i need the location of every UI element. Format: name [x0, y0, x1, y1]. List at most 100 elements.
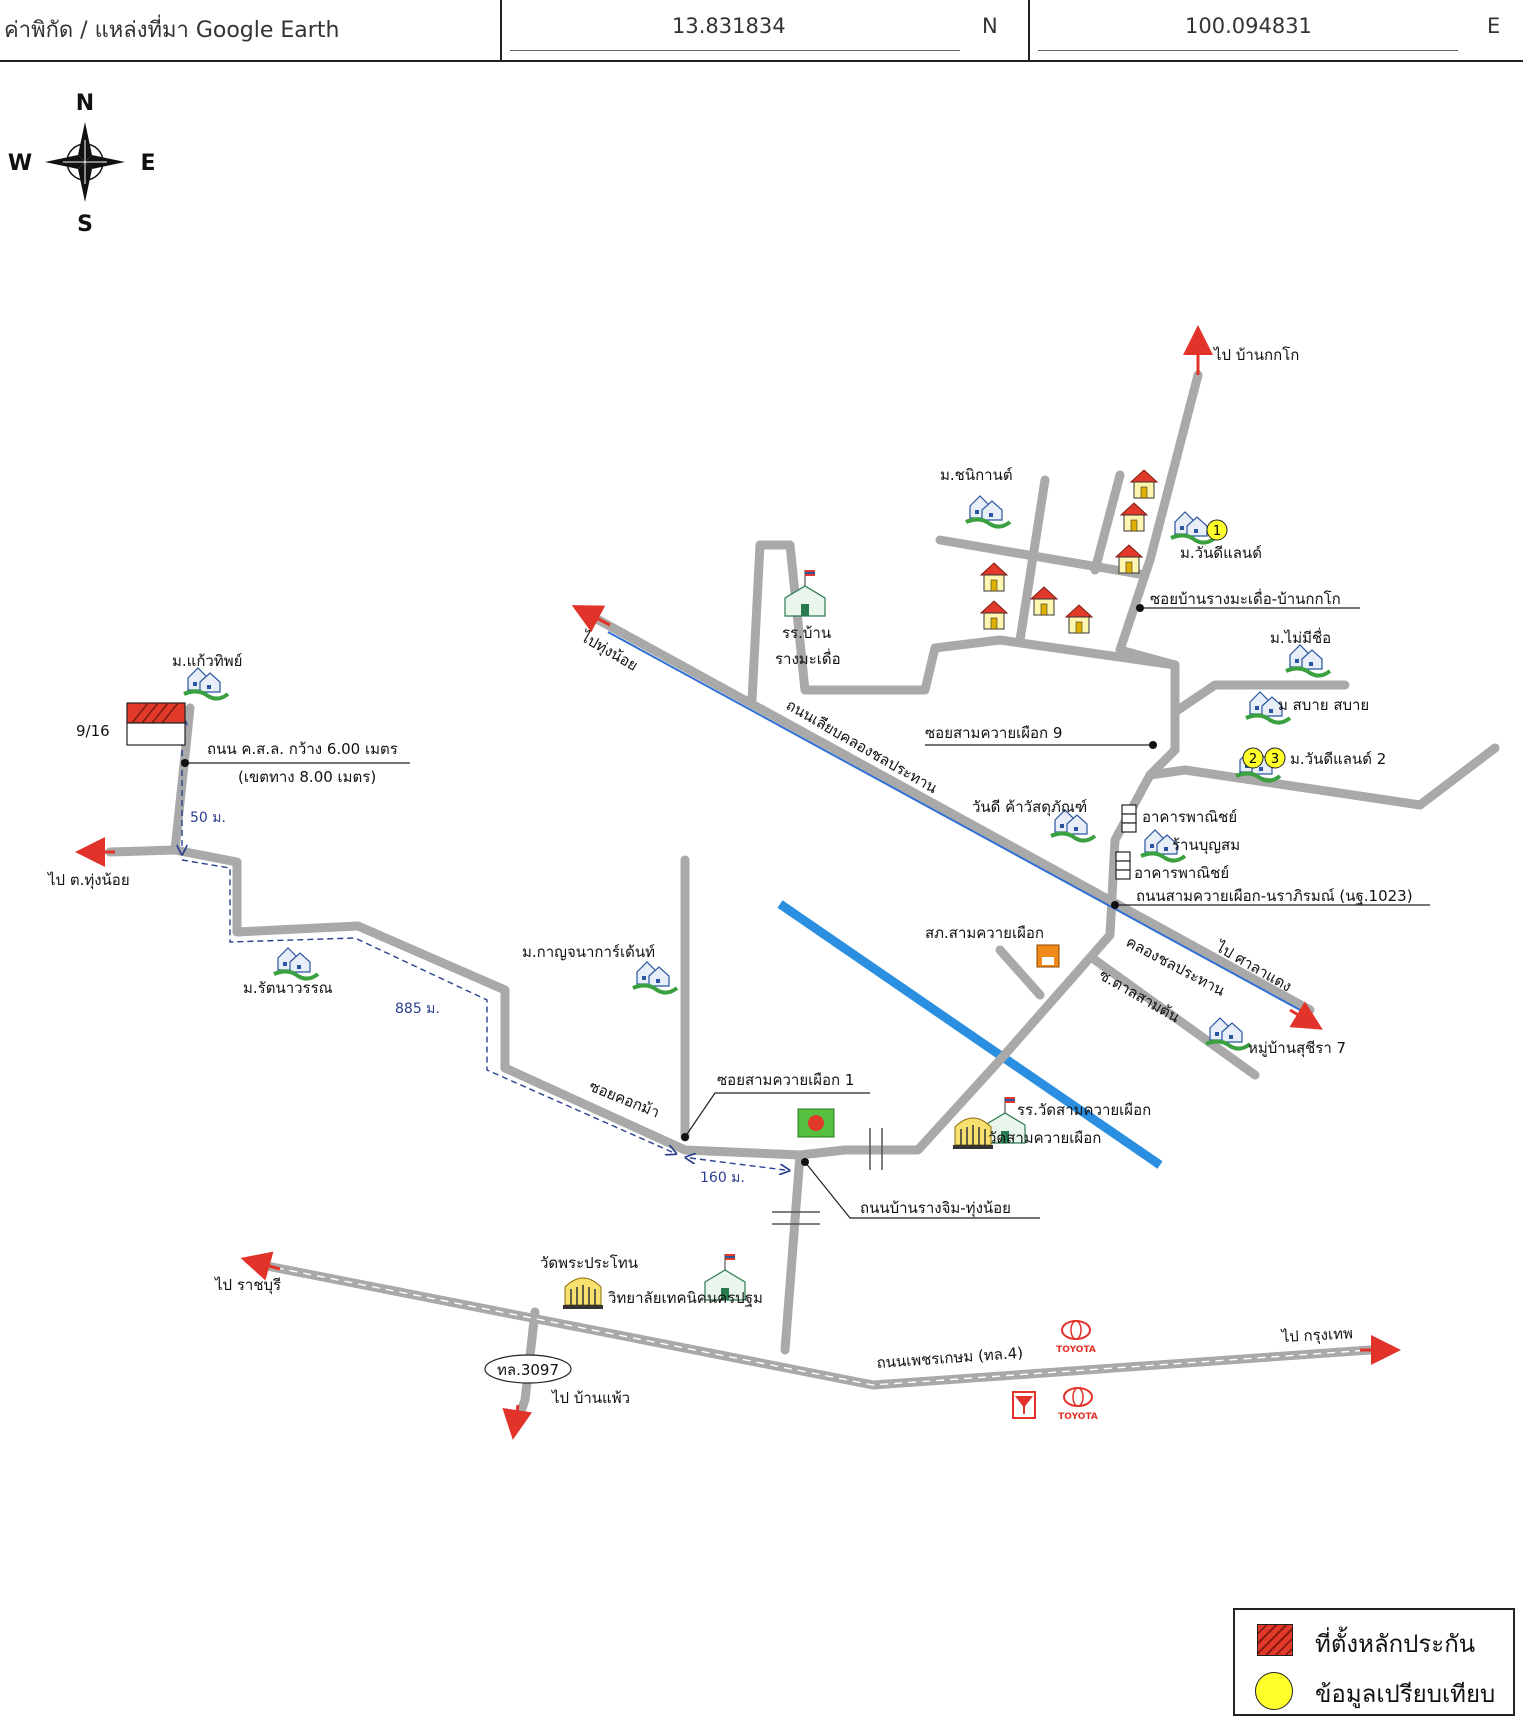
toyota-logo-icon-1: TOYOTA — [1056, 1320, 1096, 1355]
toyota-text-2: TOYOTA — [1058, 1412, 1098, 1422]
compass-east-label: E — [140, 151, 155, 176]
house-icon-6 — [1030, 586, 1058, 616]
legend-comparison-label: ข้อมูลเปรียบเทียบ — [1315, 1680, 1496, 1708]
coordinate-source-label: ค่าพิกัด / แหล่งที่มา Google Earth — [4, 18, 340, 43]
label-road-width: ถนน ค.ส.ล. กว้าง 6.00 เมตร — [207, 740, 398, 758]
house-icon-7 — [1065, 604, 1093, 634]
label-to-ban-kok-ko: ไป บ้านกกโก — [1213, 346, 1299, 364]
legend-collateral-label: ที่ตั้งหลักประกัน — [1315, 1630, 1476, 1658]
village-icon-rattanawan — [272, 946, 320, 981]
commercial-building-icons — [1115, 804, 1137, 880]
label-lot-no: 9/16 — [76, 722, 110, 740]
north-arrow-compass: N S E W — [8, 91, 156, 237]
label-soi-sam-khwai-9: ซอยสามควายเผือก 9 — [925, 724, 1062, 742]
map-labels: ไป บ้านกกโก ม.ชนิกานต์ ม.วันดีแลนด์ ซอยบ… — [47, 346, 1413, 1407]
comparison-marker-1: 1 — [1206, 519, 1228, 541]
label-soi-sam-khwai-1: ซอยสามควายเผือก 1 — [717, 1071, 854, 1089]
label-tech-college: วิทยาลัยเทคนิคนครปฐม — [607, 1289, 762, 1307]
location-map: N S E W — [8, 91, 1500, 1440]
isuzu-logo-icon — [1012, 1391, 1036, 1419]
toyota-logo-icon-2: TOYOTA — [1058, 1387, 1098, 1422]
house-icon-5 — [980, 600, 1008, 630]
compass-north-label: N — [76, 91, 94, 116]
label-wat-sam: วัดสามควายเผือก — [988, 1129, 1101, 1147]
label-wandee-vet: วันดี ค้าวัสดุภัณฑ์ — [972, 798, 1087, 817]
label-m-sabai: ม สบาย สบาย — [1278, 696, 1369, 714]
house-icon-4 — [980, 562, 1008, 592]
label-soi-tan-sam-ton: ซ.ตาลสามต้น — [1096, 966, 1183, 1026]
house-icon-1 — [1130, 469, 1158, 499]
longitude-direction: E — [1487, 14, 1501, 38]
road-break-symbols — [772, 1128, 883, 1225]
label-m-chanikan: ม.ชนิกานต์ — [940, 466, 1013, 484]
label-phetkasem: ถนนเพชรเกษม (ทล.4) — [876, 1344, 1024, 1372]
source-cell: ค่าพิกัด / แหล่งที่มา Google Earth — [0, 0, 502, 60]
label-to-t-thung-noi: ไป ต.ทุ่งน้อย — [47, 871, 130, 890]
comparison-marker-2: 2 — [1242, 747, 1264, 769]
route-3097-badge: ทล.3097 — [484, 1354, 572, 1384]
toyota-text-1: TOYOTA — [1056, 1345, 1096, 1355]
collateral-parcel — [126, 702, 186, 746]
label-wat-phra-prathon: วัดพระประโทน — [540, 1254, 638, 1272]
label-m-wandee-land: ม.วันดีแลนด์ — [1180, 544, 1262, 562]
latitude-value: 13.831834 — [672, 14, 786, 38]
label-school-wat-sam: รร.วัดสามควายเผือก — [1017, 1101, 1151, 1119]
latitude-underline — [510, 50, 960, 51]
label-to-ban-phaeo: ไป บ้านแพ้ว — [551, 1389, 630, 1407]
irrigation-canal — [607, 631, 1301, 1011]
leader-lines — [130, 607, 1430, 1219]
police-station-icon — [1036, 944, 1060, 968]
village-icon-kaew-thip — [182, 666, 230, 701]
house-icon-3 — [1115, 544, 1143, 574]
road-network — [105, 370, 1500, 1425]
coordinate-header: ค่าพิกัด / แหล่งที่มา Google Earth 13.83… — [0, 0, 1523, 62]
label-commercial-1: อาคารพาณิชย์ — [1142, 808, 1237, 826]
label-road-reserve: (เขตทาง 8.00 เมตร) — [238, 768, 376, 786]
legend-row-collateral: ที่ตั้งหลักประกัน — [1235, 1616, 1513, 1660]
label-soi-rang-mae-khuea: ซอยบ้านรางมะเดื่อ-บ้านกกโก — [1150, 588, 1341, 608]
label-dist-50: 50 ม. — [190, 810, 226, 826]
label-to-ratchaburi: ไป ราชบุรี — [214, 1276, 281, 1295]
label-police: สภ.สามควายเผือก — [925, 924, 1044, 942]
wide-canal — [777, 900, 1163, 1169]
longitude-value: 100.094831 — [1185, 14, 1312, 38]
label-m-kanchana: ม.กาญจนาการ์เด้นท์ — [522, 943, 655, 961]
comparison-marker-1-label: 1 — [1213, 524, 1221, 539]
village-icon-kanchana — [631, 960, 679, 995]
label-m-mai-mee-chue: ม.ไม่มีชื่อ — [1270, 627, 1331, 647]
village-icon-mai-mee-chue — [1284, 643, 1332, 678]
temple-icon-phra-prathon — [562, 1277, 604, 1310]
label-school-rang-line1: รร.บ้าน — [782, 624, 831, 642]
store-logo-icon — [797, 1108, 835, 1138]
label-ban-boonsom: ร้านบุญสม — [1172, 836, 1240, 855]
label-m-sucheera-7: หมู่บ้านสุชีรา 7 — [1248, 1039, 1346, 1058]
village-icon-chanikan — [964, 494, 1012, 529]
phetkasem-centerline — [261, 1264, 1371, 1386]
temple-icon-sam-khwai — [952, 1117, 994, 1150]
label-m-kaew-thip: ม.แก้วทิพย์ — [172, 652, 242, 670]
label-school-rang-line2: รางมะเดื่อ — [775, 648, 841, 668]
legend-comparison-swatch — [1255, 1672, 1293, 1710]
comparison-marker-2-label: 2 — [1249, 752, 1257, 767]
house-icon-2 — [1120, 502, 1148, 532]
label-commercial-2: อาคารพาณิชย์ — [1134, 864, 1229, 882]
longitude-underline — [1038, 50, 1458, 51]
latitude-cell: 13.831834 N — [502, 0, 1030, 60]
compass-south-label: S — [77, 212, 93, 237]
label-dist-160: 160 ม. — [700, 1170, 745, 1186]
label-m-wandee-land-2: ม.วันดีแลนด์ 2 — [1290, 750, 1386, 768]
label-road-rang-chim: ถนนบ้านรางจิม-ทุ่งน้อย — [860, 1199, 1011, 1218]
longitude-cell: 100.094831 E — [1030, 0, 1523, 60]
latitude-direction: N — [982, 14, 998, 38]
comparison-marker-3: 3 — [1264, 747, 1286, 769]
legend-collateral-swatch — [1257, 1624, 1293, 1656]
label-canal-road: ถนนเลียบคลองชลประทาน — [783, 696, 940, 797]
label-road-sam-khwai: ถนนสามควายเผือก-นราภิรมณ์ (นฐ.1023) — [1136, 887, 1413, 905]
route-3097-label: ทล.3097 — [497, 1361, 559, 1379]
distance-lines — [182, 720, 785, 1170]
label-to-bangkok: ไป กรุงเทพ — [1280, 1324, 1353, 1347]
label-m-rattanawan: ม.รัตนาวรรณ — [243, 979, 333, 997]
direction-arrows — [75, 325, 1401, 1440]
compass-west-label: W — [8, 151, 32, 176]
legend-row-comparison: ข้อมูลเปรียบเทียบ — [1235, 1666, 1513, 1710]
